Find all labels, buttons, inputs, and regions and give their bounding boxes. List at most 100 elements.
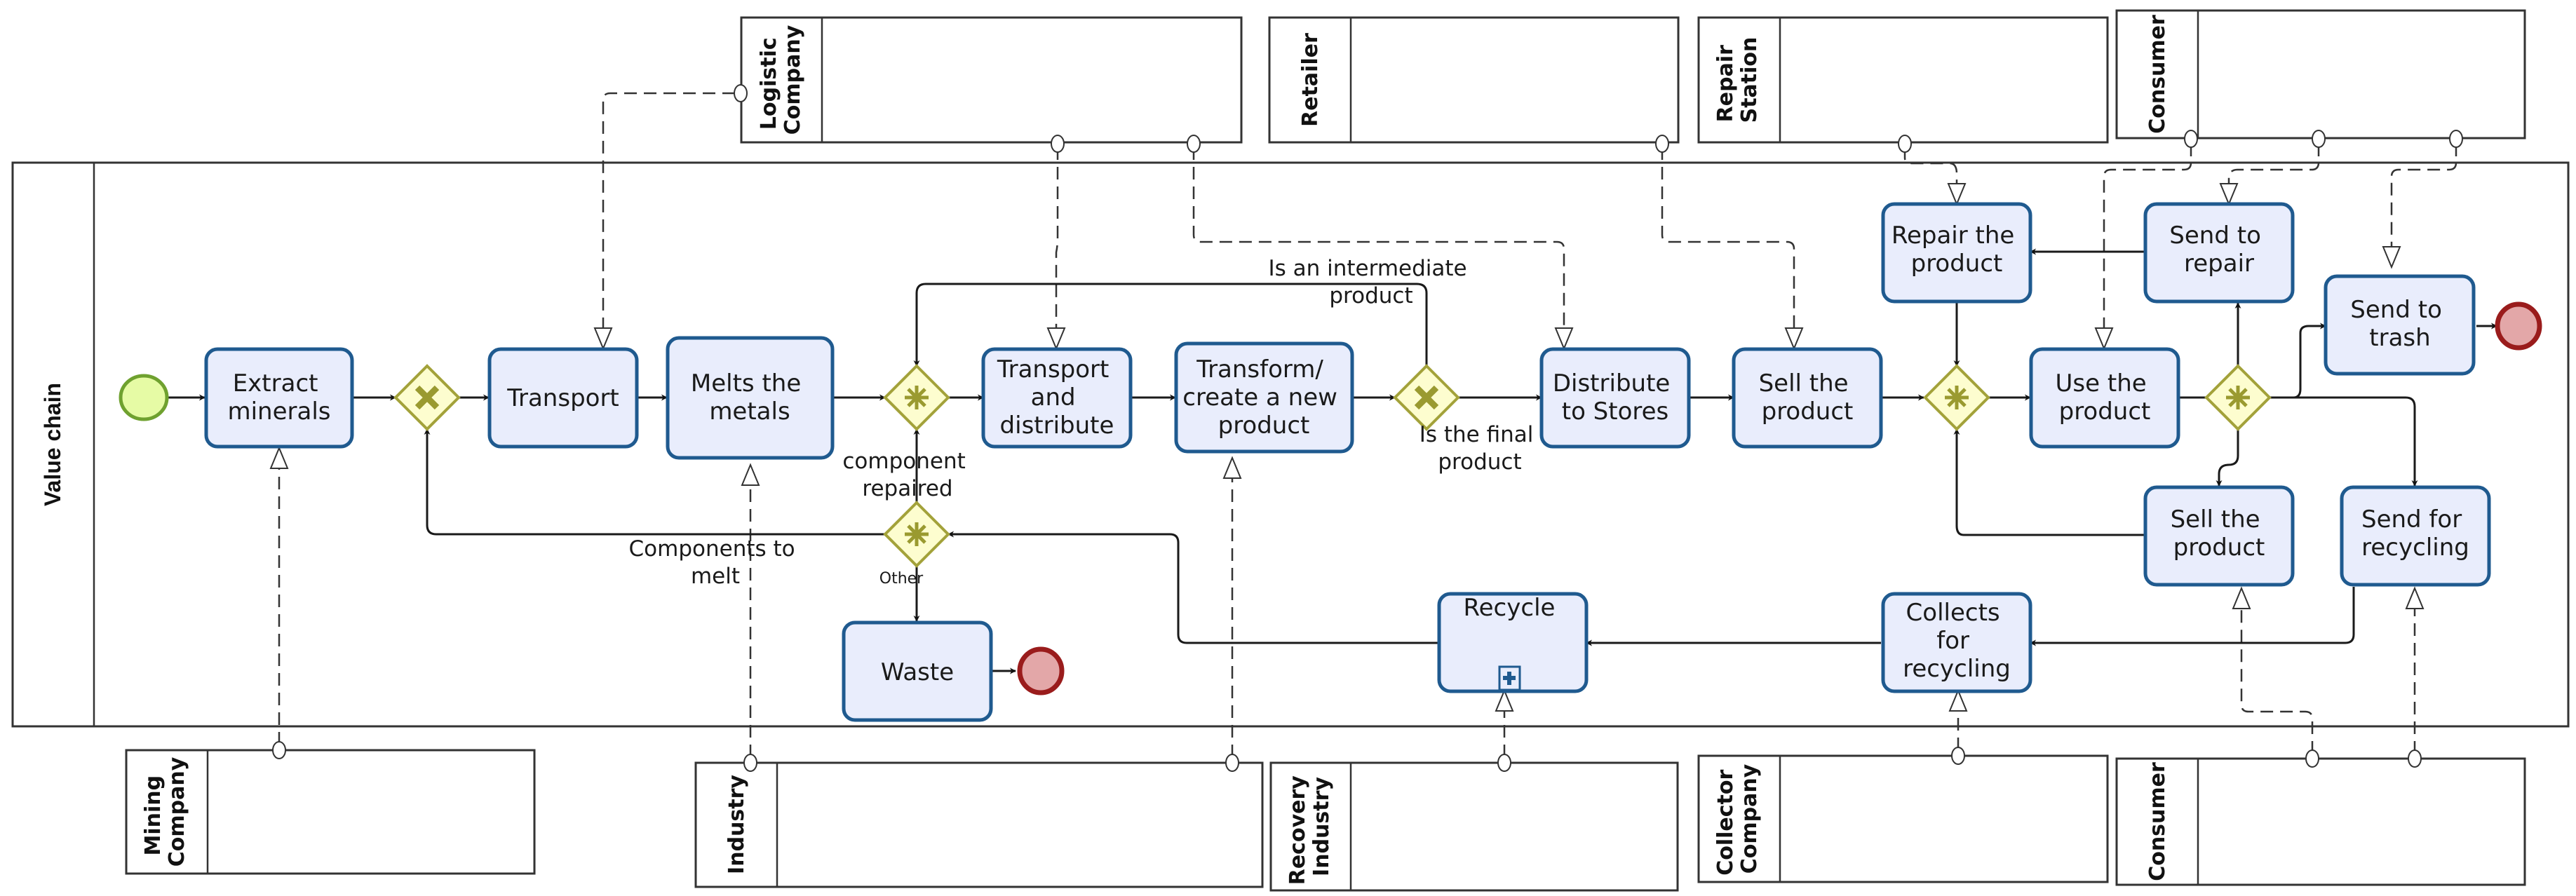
pool-label: Recovery Industry	[1286, 768, 1334, 885]
pool-label: Repair Station	[1713, 37, 1762, 123]
task-shape	[842, 620, 993, 722]
pool-retailer[interactable]: Retailer	[1268, 16, 1680, 144]
gateway-exclusive-3[interactable]	[1393, 364, 1460, 431]
task-use-product[interactable]: Use the product	[2029, 347, 2180, 449]
pool-label: Logistic Company	[757, 25, 805, 135]
task-sell-product-2[interactable]: Sell the product	[2143, 485, 2295, 587]
pool-repair-station[interactable]: Repair Station	[1697, 16, 2109, 144]
pool-mining-company[interactable]: Mining Company	[125, 749, 536, 875]
flow-gw3-gw2-intermediate[interactable]	[913, 283, 1428, 367]
task-shape	[1174, 341, 1354, 454]
x-icon	[414, 385, 440, 410]
task-waste[interactable]: Waste	[842, 620, 993, 722]
message-start-marker	[2312, 130, 2326, 148]
task-repair-product[interactable]: Repair the product	[1881, 202, 2032, 304]
pool-label: Consumer	[2145, 762, 2170, 881]
task-send-to-trash[interactable]: Send to trash	[2324, 274, 2476, 376]
pool-label: Consumer	[2145, 15, 2170, 134]
gateway-complex-4[interactable]	[1923, 364, 1990, 431]
label-component-repaired: component repaired	[842, 449, 972, 501]
flow-recycle-gw6[interactable]	[948, 531, 1439, 644]
task-shape	[204, 347, 354, 449]
message-arrowhead	[2219, 183, 2239, 206]
label-final-product: Is the final product	[1420, 422, 1541, 475]
end-event-waste[interactable]	[1017, 646, 1065, 695]
message-arrowhead	[2094, 327, 2114, 351]
task-label: Sell the product	[2171, 505, 2268, 562]
message-arrowhead	[1222, 456, 1242, 479]
task-sell-product[interactable]: Sell the product	[1732, 347, 1883, 449]
message-flow-repair-station-repair[interactable]	[1903, 147, 1958, 186]
pool-frame	[1697, 754, 2109, 883]
message-flow-consumer-send-repair[interactable]	[2227, 144, 2320, 186]
message-flow-logistic-transport-distribute[interactable]	[1055, 147, 1059, 330]
task-label: Send for recycling	[2361, 505, 2469, 562]
end-event-trash[interactable]	[2495, 301, 2542, 351]
flow-recycling-collects[interactable]	[2030, 587, 2355, 646]
gateway-complex-2[interactable]	[883, 364, 950, 431]
flow-sell2-gw4[interactable]	[1953, 428, 2145, 536]
task-melts-metals[interactable]: Melts the metals	[666, 336, 835, 460]
pool-industry[interactable]: Industry	[694, 761, 1264, 888]
task-label: Melts the metals	[691, 369, 809, 426]
message-start-marker	[743, 754, 757, 772]
label-intermediate-product: Is an intermediate product	[1269, 256, 1474, 308]
message-flow-retailer-sell[interactable]	[1661, 147, 1795, 330]
message-start-marker	[2184, 130, 2198, 148]
flow-gw6-gw1-melt[interactable]	[424, 428, 885, 536]
message-arrowhead	[593, 327, 613, 351]
task-shape	[2324, 274, 2476, 376]
task-shape	[2143, 202, 2295, 304]
message-arrowhead	[741, 463, 760, 486]
pool-frame	[2115, 9, 2526, 140]
pool-frame	[740, 16, 1243, 144]
message-flow-consumer-use[interactable]	[2103, 144, 2192, 330]
flow-gw5-recycling[interactable]	[2270, 396, 2418, 487]
task-label: Transport	[506, 384, 619, 412]
pool-label: Retailer	[1298, 33, 1323, 127]
message-arrowhead	[1046, 327, 1066, 351]
task-shape	[666, 336, 835, 460]
task-label: Transform/ create a new product	[1182, 355, 1344, 440]
task-collects-for-recycling[interactable]: Collects for recycling	[1881, 592, 2032, 693]
task-distribute-to-stores[interactable]: Distribute to Stores	[1539, 347, 1691, 449]
message-flow-logistic-transport[interactable]	[602, 92, 735, 330]
flow-gw5-sell2[interactable]	[2216, 429, 2239, 487]
gateway-exclusive-1[interactable]	[393, 364, 461, 431]
message-start-marker	[1187, 135, 1201, 153]
pool-label-value-chain: Value chain	[40, 383, 65, 506]
message-arrowhead	[1554, 327, 1574, 351]
task-shape	[1732, 347, 1883, 449]
message-flows	[269, 84, 2463, 772]
task-shape	[2143, 485, 2295, 587]
gateway-complex-6[interactable]	[883, 501, 950, 568]
message-start-marker	[1051, 135, 1065, 153]
task-transport[interactable]: Transport	[487, 347, 639, 449]
start-event[interactable]	[119, 374, 169, 421]
task-transport-and-distribute[interactable]: Transport and distribute	[981, 347, 1133, 449]
message-start-marker	[1655, 135, 1669, 153]
message-arrowhead	[1948, 688, 1968, 712]
message-arrowhead	[2232, 586, 2251, 609]
task-shape	[2340, 485, 2491, 587]
task-send-for-recycling[interactable]: Send for recycling	[2340, 485, 2491, 587]
pool-label: Collector Company	[1713, 762, 1762, 876]
task-label: Send to repair	[2169, 222, 2268, 278]
pool-consumer-top[interactable]: Consumer	[2115, 9, 2526, 140]
task-shape	[487, 347, 639, 449]
task-transform-create-product[interactable]: Transform/ create a new product	[1174, 341, 1354, 454]
message-flow-consumer-trash[interactable]	[2390, 144, 2457, 249]
sequence-flows	[168, 248, 2497, 674]
task-label: Transport and distribute	[997, 355, 1117, 440]
task-extract-minerals[interactable]: Extract minerals	[204, 347, 354, 449]
gateway-complex-5[interactable]	[2204, 364, 2272, 431]
subprocess-recycle[interactable]: Recycle	[1437, 592, 1589, 693]
pool-collector-company[interactable]: Collector Company	[1697, 754, 2109, 883]
message-flow-logistic-distribute[interactable]	[1192, 147, 1565, 330]
pool-logistic-company[interactable]: Logistic Company	[740, 16, 1243, 144]
task-send-to-repair[interactable]: Send to repair	[2143, 202, 2295, 304]
message-start-marker	[2408, 749, 2422, 768]
pool-consumer-bottom[interactable]: Consumer	[2115, 757, 2526, 886]
pool-recovery-industry[interactable]: Recovery Industry	[1269, 761, 1679, 892]
